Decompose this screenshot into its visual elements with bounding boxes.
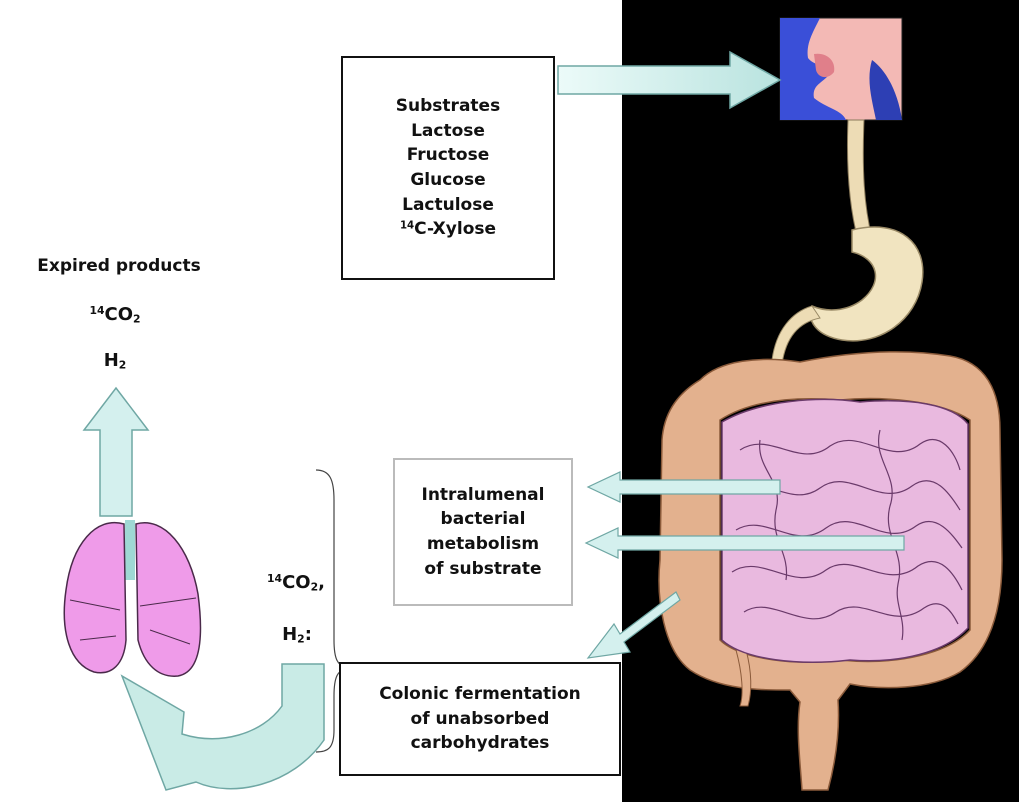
substrates-box: Substrates Lactose Fructose Glucose Lact… <box>341 56 555 280</box>
substrate-fructose: Fructose <box>407 143 490 168</box>
lungs-illustration <box>64 520 200 676</box>
small-intestine <box>722 399 968 662</box>
expired-h2-label: H2 <box>60 350 170 372</box>
substrates-title: Substrates <box>396 94 500 119</box>
expired-co2-label: 14CO2 <box>60 304 170 326</box>
arrow-up-expired <box>84 388 148 516</box>
blood-h2-label: H2: <box>252 624 342 646</box>
blood-co2-label: 14CO2, <box>246 572 346 594</box>
substrate-lactulose: Lactulose <box>402 193 494 218</box>
colonic-line-3: carbohydrates <box>411 731 550 756</box>
intraluminal-line-3: metabolism <box>427 532 539 557</box>
intraluminal-line-1: Intralumenal <box>422 483 545 508</box>
substrate-glucose: Glucose <box>410 168 485 193</box>
substrate-xylose: 14C-Xylose <box>400 217 496 242</box>
colonic-fermentation-box: Colonic fermentation of unabsorbed carbo… <box>339 662 621 776</box>
intraluminal-line-2: bacterial <box>441 507 526 532</box>
intraluminal-line-4: of substrate <box>424 557 541 582</box>
substrate-lactose: Lactose <box>411 119 485 144</box>
intraluminal-metabolism-box: Intralumenal bacterial metabolism of sub… <box>393 458 573 606</box>
expired-products-title: Expired products <box>0 256 238 276</box>
curved-arrow-to-lungs <box>122 664 324 790</box>
mouth-illustration <box>780 18 902 120</box>
colonic-line-2: of unabsorbed <box>411 707 550 732</box>
colonic-line-1: Colonic fermentation <box>379 682 581 707</box>
